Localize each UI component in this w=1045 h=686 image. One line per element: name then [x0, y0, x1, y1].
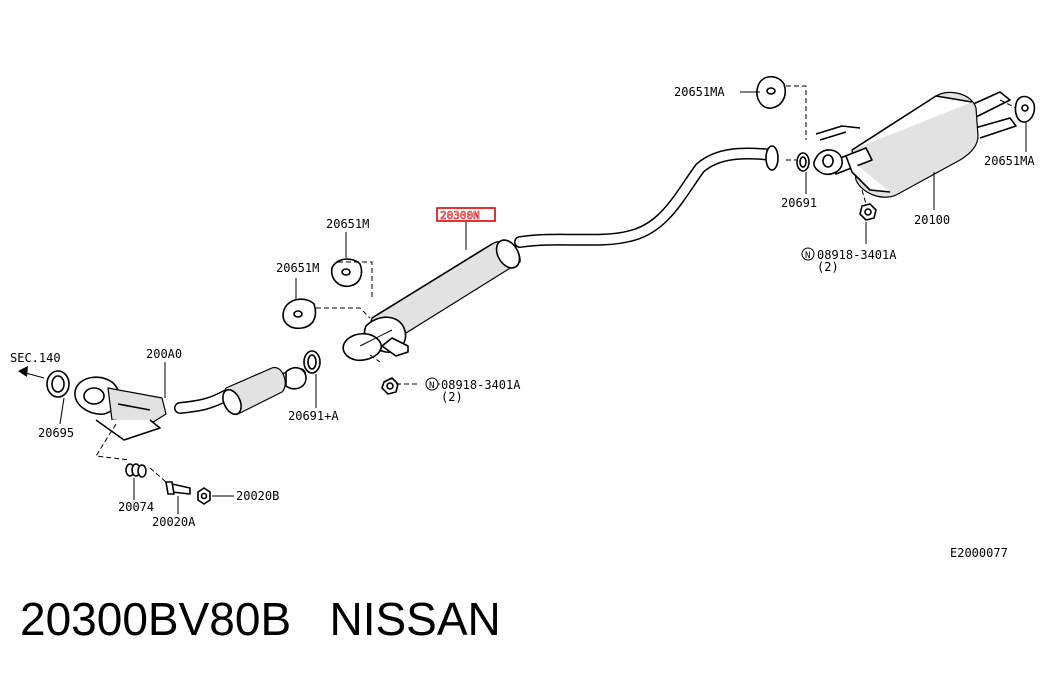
rubber-hanger-20651m-upper: [330, 258, 363, 288]
rubber-hanger-20651ma-right: [1014, 95, 1036, 123]
rear-muffler-assembly: [813, 91, 1017, 198]
label-20651m-lower: 20651M: [276, 261, 319, 275]
label-sec140: SEC.140: [10, 351, 61, 365]
label-20691: 20691: [781, 196, 817, 210]
sec140-arrow: [18, 366, 45, 379]
label-20651ma-top: 20651MA: [674, 85, 725, 99]
label-20300n: 20300N: [440, 209, 480, 222]
gasket-20691-a: [303, 350, 321, 374]
front-tube-catalyst: [74, 366, 307, 441]
rubber-hanger-20651m-lower: [282, 298, 317, 330]
center-pipe-assembly: [342, 145, 779, 362]
gasket-20695: [46, 370, 70, 398]
label-20020a: 20020A: [152, 515, 196, 529]
n-symbol-rear: [801, 247, 815, 261]
part-labels: SEC.140 20695 200A0 20074 20020A 20020B …: [10, 85, 1035, 560]
label-20691-a: 20691+A: [288, 409, 339, 423]
spring-20074: [125, 463, 147, 478]
rear-muffler-body: [851, 91, 979, 198]
gasket-20691: [796, 152, 810, 172]
label-200a0: 200A0: [146, 347, 182, 361]
leader-lines: [59, 91, 1027, 514]
nut-rear: [859, 203, 877, 221]
nut-front: [381, 377, 399, 395]
highlight-box-20300n: [436, 207, 496, 222]
caption-brand: NISSAN: [329, 593, 501, 645]
label-20020b: 20020B: [236, 489, 279, 503]
n-symbol-front: [425, 377, 439, 391]
n-symbol-rear-text: N: [805, 251, 810, 261]
label-20695: 20695: [38, 426, 74, 440]
label-nut-front-qty: (2): [441, 390, 463, 404]
dashed-guides: [95, 85, 1017, 483]
label-nut-rear-part: 08918-3401A: [817, 248, 897, 262]
center-pipe-rear-flange: [765, 145, 779, 171]
label-nut-front-part: 08918-3401A: [441, 378, 521, 392]
bolt-20020a: [165, 481, 191, 495]
label-20651ma-right: 20651MA: [984, 154, 1035, 168]
diagram-reference-code: E2000077: [950, 546, 1008, 560]
label-nut-rear-qty: (2): [817, 260, 839, 274]
caption-part-number: 20300BV80B: [20, 593, 292, 645]
rubber-hanger-20651ma-top: [756, 75, 787, 109]
label-20651m-upper: 20651M: [326, 217, 369, 231]
label-20074: 20074: [118, 500, 154, 514]
nut-20020b: [197, 487, 211, 505]
label-20100: 20100: [914, 213, 950, 227]
part-caption: 20300BV80B NISSAN: [20, 596, 501, 642]
n-symbol-front-text: N: [429, 381, 434, 391]
